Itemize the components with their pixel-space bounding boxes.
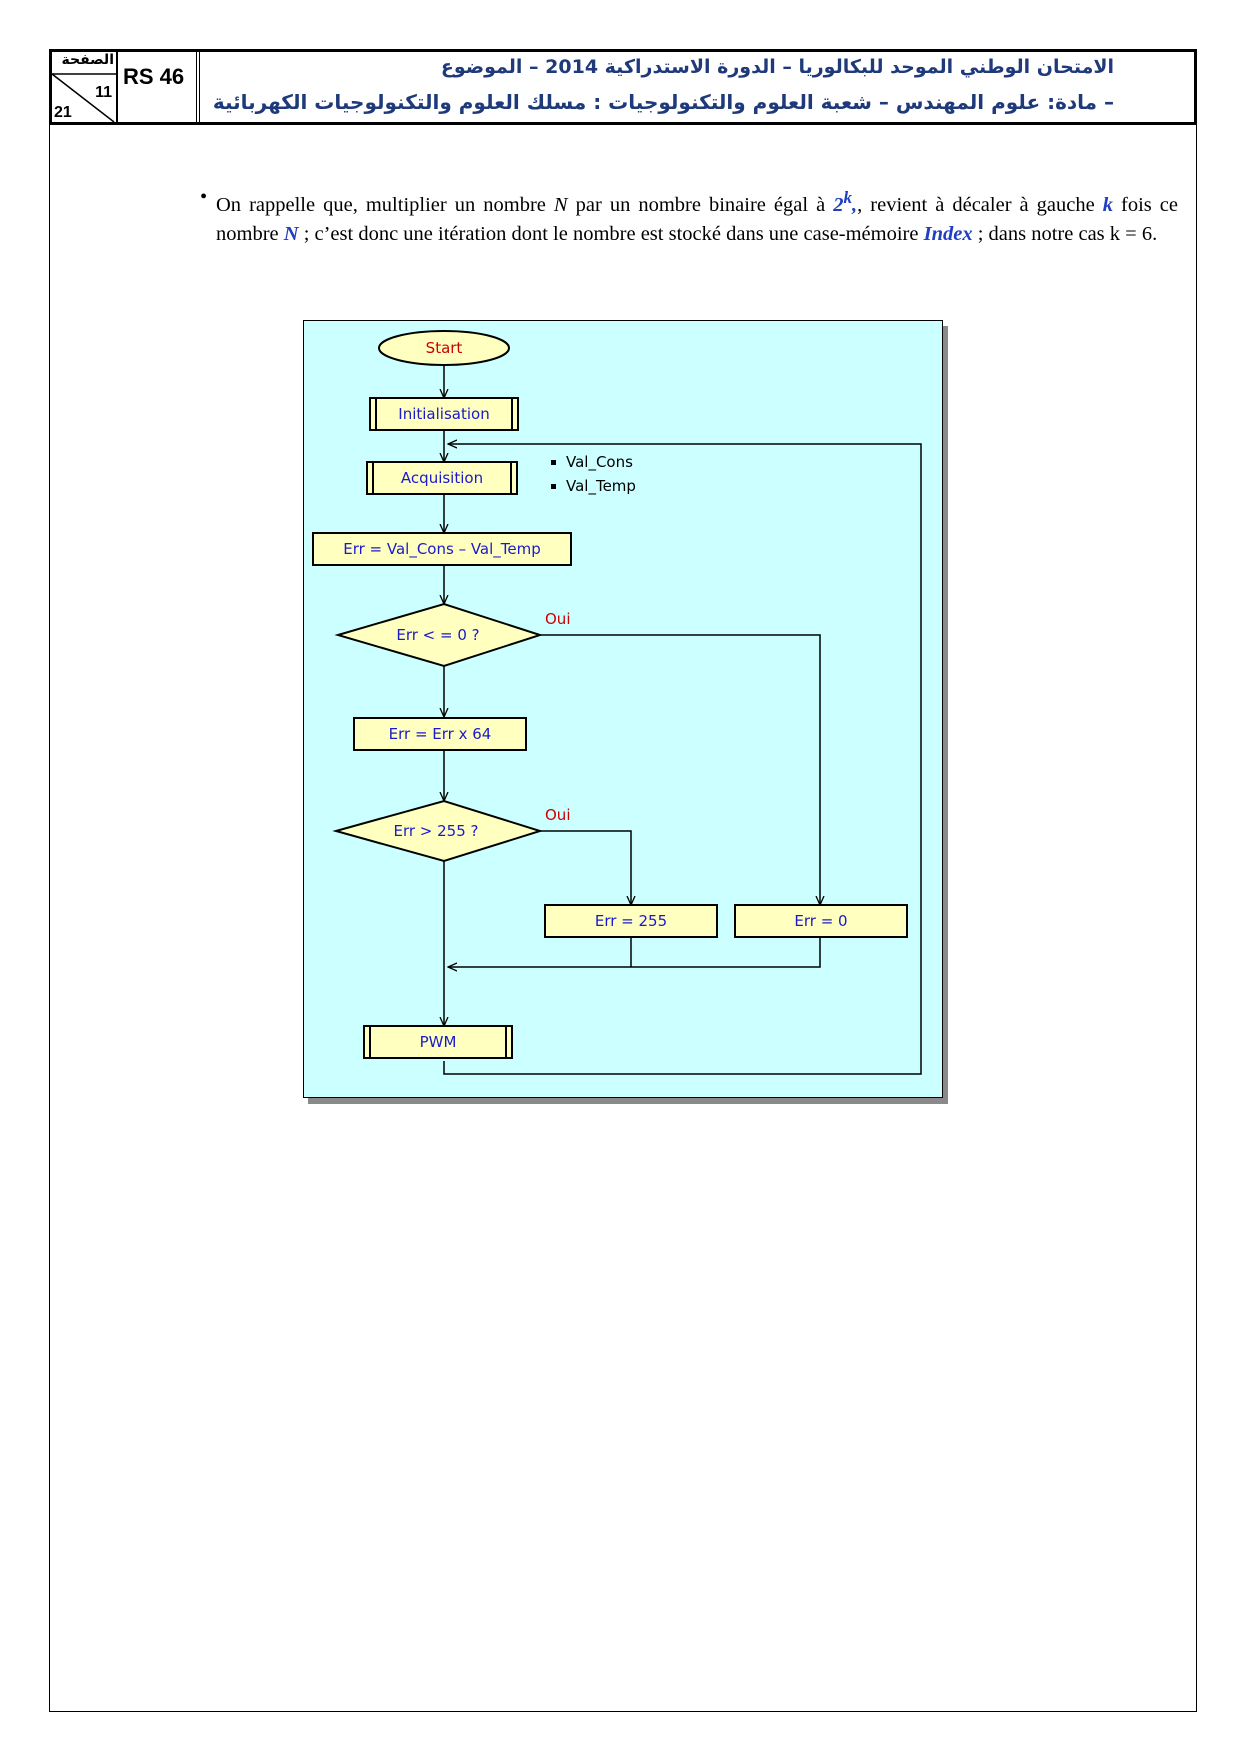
set0-label: Err = 0 (794, 912, 847, 930)
decision2-label: Err > 255 ? (393, 822, 478, 840)
text-run: On rappelle que, multiplier un nombre (216, 193, 554, 216)
exam-header: الصفحة 11 21 RS 46 الامتحان الوطني الموح… (49, 49, 1197, 125)
set-0-process: Err = 0 (734, 904, 908, 938)
exam-title-line1: الامتحان الوطني الموحد للبكالوريا – الدو… (440, 56, 1114, 78)
exam-title-line2: – مادة: علوم المهندس – شعبة العلوم والتك… (212, 90, 1114, 114)
acquisition-process: Acquisition (366, 461, 518, 495)
legend-item: Val_Temp (566, 477, 636, 496)
exam-code: RS 46 (123, 64, 185, 89)
acquisition-legend: Val_Cons Val_Temp (551, 453, 636, 496)
set-255-process: Err = 255 (544, 904, 718, 938)
text-run: ; dans notre cas k = 6. (972, 222, 1158, 245)
var-index: Index (923, 222, 973, 245)
init-label: Initialisation (398, 405, 489, 423)
decision-err-le-0: Err < = 0 ? Oui (334, 602, 570, 668)
mult-process: Err = Err x 64 (353, 717, 527, 751)
page-total: 21 (54, 104, 72, 121)
acquisition-label: Acquisition (401, 469, 483, 487)
pwm-label: PWM (420, 1033, 457, 1051)
err-calc-label: Err = Val_Cons – Val_Temp (343, 540, 541, 559)
err-calc-process: Err = Val_Cons – Val_Temp (312, 532, 572, 566)
flowchart-canvas: Start Initialisation Acquisition Val_Con… (312, 330, 922, 1075)
exam-code-cell: RS 46 (118, 52, 200, 122)
start-label: Start (426, 339, 463, 357)
text-run: fois ce nombre (216, 193, 1178, 245)
page-word: الصفحة (61, 52, 114, 68)
var-k: k (1102, 193, 1113, 216)
page-number: 11 (95, 84, 112, 101)
decision1-yes-label: Oui (545, 610, 570, 628)
pwm-process: PWM (363, 1025, 513, 1059)
var-n: N (283, 222, 299, 245)
text-run: ; c’est donc une itération dont le nombr… (298, 222, 924, 245)
init-process: Initialisation (369, 397, 519, 431)
legend-bullet-icon (551, 460, 556, 465)
decision1-label: Err < = 0 ? (396, 626, 479, 644)
decision2-yes-label: Oui (545, 806, 570, 824)
power-base: 2 (833, 193, 844, 216)
flowchart: Start Initialisation Acquisition Val_Con… (303, 320, 943, 1098)
power-expression: 2k, (833, 188, 858, 216)
power-exponent: k (843, 188, 853, 207)
text-run: , revient à décaler à gauche (857, 193, 1103, 216)
exam-title-cell: الامتحان الوطني الموحد للبكالوريا – الدو… (204, 52, 1194, 122)
page-number-cell: الصفحة 11 21 (52, 52, 118, 122)
page-cell-diagonal (52, 73, 116, 122)
flowchart-connectors (444, 364, 922, 1075)
legend-bullet-icon (551, 484, 556, 489)
decision-err-gt-255: Err > 255 ? Oui (332, 799, 570, 863)
var-n: N (553, 193, 568, 216)
text-run: par un nombre binaire égal à (567, 193, 834, 216)
reminder-paragraph: • On rappelle que, multiplier un nombre … (200, 183, 1178, 249)
start-terminal: Start (378, 330, 510, 366)
mult-label: Err = Err x 64 (389, 725, 492, 743)
bullet-icon: • (200, 186, 208, 208)
set255-label: Err = 255 (595, 912, 667, 930)
legend-item: Val_Cons (566, 453, 633, 472)
